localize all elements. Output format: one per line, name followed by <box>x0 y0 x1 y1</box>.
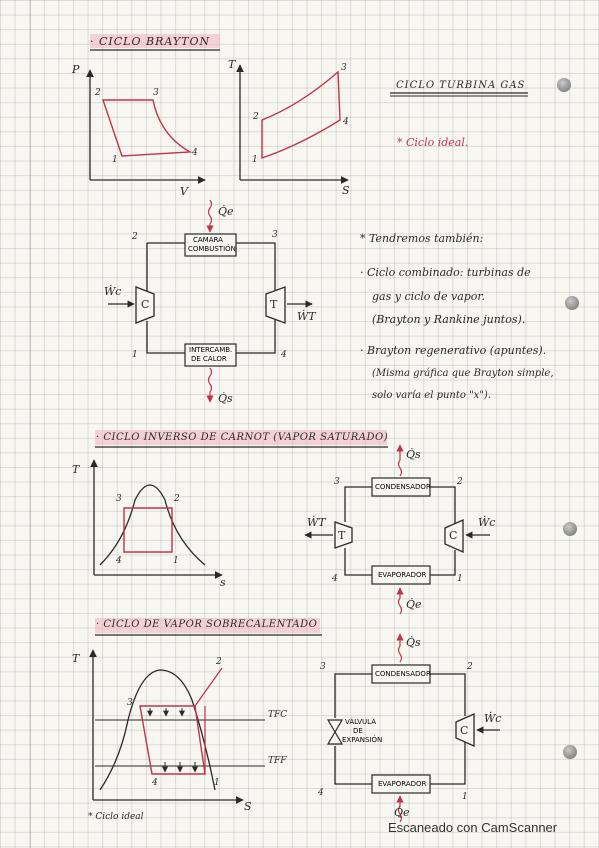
brayton-ts-y-label: T <box>228 58 236 71</box>
brayton-title: · CICLO BRAYTON <box>90 35 211 48</box>
carnot-compressor-label: C <box>449 529 458 542</box>
carnot-point-2: 2 <box>174 494 180 504</box>
brayton-pv-diagram <box>86 69 206 184</box>
vapor-note: * Ciclo ideal <box>88 812 144 822</box>
carnot-point-1: 1 <box>173 556 179 566</box>
carnot-heat-in: Q̇e <box>406 598 422 611</box>
pv-point-2: 2 <box>95 88 101 98</box>
left-margin-line <box>30 0 31 848</box>
turbina-gas-title: CICLO TURBINA GAS <box>396 80 526 91</box>
ts-point-1: 1 <box>252 155 258 165</box>
ts-point-4: 4 <box>343 117 349 127</box>
ts-point-2: 2 <box>253 112 259 122</box>
bullet1-line1: · Ciclo combinado: turbinas de <box>360 266 531 279</box>
pv-point-4: 4 <box>192 148 198 158</box>
vapor-y-label: T <box>72 652 80 665</box>
bullet2-line3: solo varía el punto "x"). <box>372 390 491 401</box>
brayton-ts-diagram <box>236 64 349 184</box>
brayton-top-box-l1: CAMARA <box>193 236 223 244</box>
vapor-x-label: S <box>244 800 252 813</box>
ts-point-3: 3 <box>341 63 347 73</box>
carnot-node-2: 2 <box>457 477 463 487</box>
also-heading: * Tendremos también: <box>360 232 484 245</box>
brayton-pv-x-label: V <box>180 185 188 198</box>
vapor-point-4: 4 <box>152 778 158 788</box>
brayton-block-diagram <box>108 199 313 403</box>
vapor-point-1: 1 <box>214 778 220 788</box>
vapor-valve-l3: EXPANSIÓN <box>342 736 383 744</box>
vapor-bottom-box: EVAPORADOR <box>378 780 427 788</box>
brayton-work-in: Ẇc <box>104 285 122 298</box>
bullet1-line2: gas y ciclo de vapor. <box>372 290 485 303</box>
brayton-heat-out: Q̇s <box>218 392 233 405</box>
binder-hole-3 <box>563 522 577 536</box>
brayton-pv-y-label: P <box>72 63 80 76</box>
carnot-point-3: 3 <box>116 494 122 504</box>
carnot-point-4: 4 <box>116 556 122 566</box>
vapor-tfc-label: TFC <box>268 710 288 720</box>
vapor-node-2: 2 <box>467 662 473 672</box>
carnot-y-label: T <box>72 463 80 476</box>
brayton-node-4: 4 <box>281 350 287 360</box>
brayton-ts-x-label: S <box>342 184 350 197</box>
brayton-heat-in: Q̇e <box>218 205 234 218</box>
vapor-node-4: 4 <box>318 788 324 798</box>
carnot-node-4: 4 <box>332 574 338 584</box>
vapor-heat-out: Q̇s <box>406 636 421 649</box>
vapor-heat-in: Q̇e <box>394 806 410 819</box>
vapor-ts-diagram <box>89 649 265 804</box>
vapor-node-3: 3 <box>320 662 326 672</box>
brayton-compressor-label: C <box>141 298 150 311</box>
vapor-point-2: 2 <box>216 657 222 667</box>
brayton-node-3: 3 <box>272 230 278 240</box>
turbina-gas-note: * Ciclo ideal. <box>397 136 469 149</box>
bullet1-line3: (Brayton y Rankine juntos). <box>372 313 526 326</box>
brayton-node-2: 2 <box>132 232 138 242</box>
binder-hole-1 <box>557 78 571 92</box>
binder-hole-4 <box>563 745 577 759</box>
bullet2-line1: · Brayton regenerativo (apuntes). <box>360 344 547 357</box>
carnot-node-1: 1 <box>457 574 463 584</box>
vapor-node-1: 1 <box>462 792 468 802</box>
binder-hole-2 <box>565 296 579 310</box>
carnot-top-box: CONDENSADOR <box>375 483 431 491</box>
vapor-compressor-label: C <box>460 724 469 737</box>
carnot-node-3: 3 <box>334 477 340 487</box>
vapor-work-in: Ẇc <box>484 712 502 725</box>
carnot-work-out: ẆT <box>307 516 326 529</box>
vapor-title: · CICLO DE VAPOR SOBRECALENTADO <box>96 619 318 630</box>
brayton-turbine-label: T <box>270 298 278 311</box>
pv-point-3: 3 <box>153 88 159 98</box>
carnot-work-in: Ẇc <box>478 516 496 529</box>
brayton-bottom-box-l2: DE CALOR <box>191 355 227 363</box>
carnot-bottom-box: EVAPORADOR <box>378 571 427 579</box>
vapor-valve-l2: DE <box>353 727 363 735</box>
brayton-node-1: 1 <box>132 350 138 360</box>
carnot-x-label: s <box>220 576 226 589</box>
brayton-work-out: ẆT <box>297 310 316 323</box>
carnot-heat-out: Q̇s <box>406 448 421 461</box>
vapor-block-diagram <box>326 633 500 823</box>
carnot-title: · CICLO INVERSO DE CARNOT (VAPOR SATURAD… <box>96 432 389 443</box>
brayton-top-box-l2: COMBUSTIÓN <box>188 245 236 253</box>
scanner-watermark: Escaneado con CamScanner <box>388 820 558 835</box>
carnot-ts-diagram <box>90 459 223 579</box>
pv-point-1: 1 <box>112 155 118 165</box>
carnot-block-diagram <box>304 444 490 615</box>
vapor-valve-l1: VÁLVULA <box>345 718 377 726</box>
bullet2-line2: (Misma gráfica que Brayton simple, <box>372 368 554 379</box>
brayton-bottom-box-l1: INTERCAMB. <box>189 346 233 354</box>
vapor-tff-label: TFF <box>268 756 287 766</box>
vapor-point-3: 3 <box>127 698 133 708</box>
carnot-turbine-label: T <box>338 529 346 542</box>
vapor-top-box: CONDENSADOR <box>375 670 431 678</box>
